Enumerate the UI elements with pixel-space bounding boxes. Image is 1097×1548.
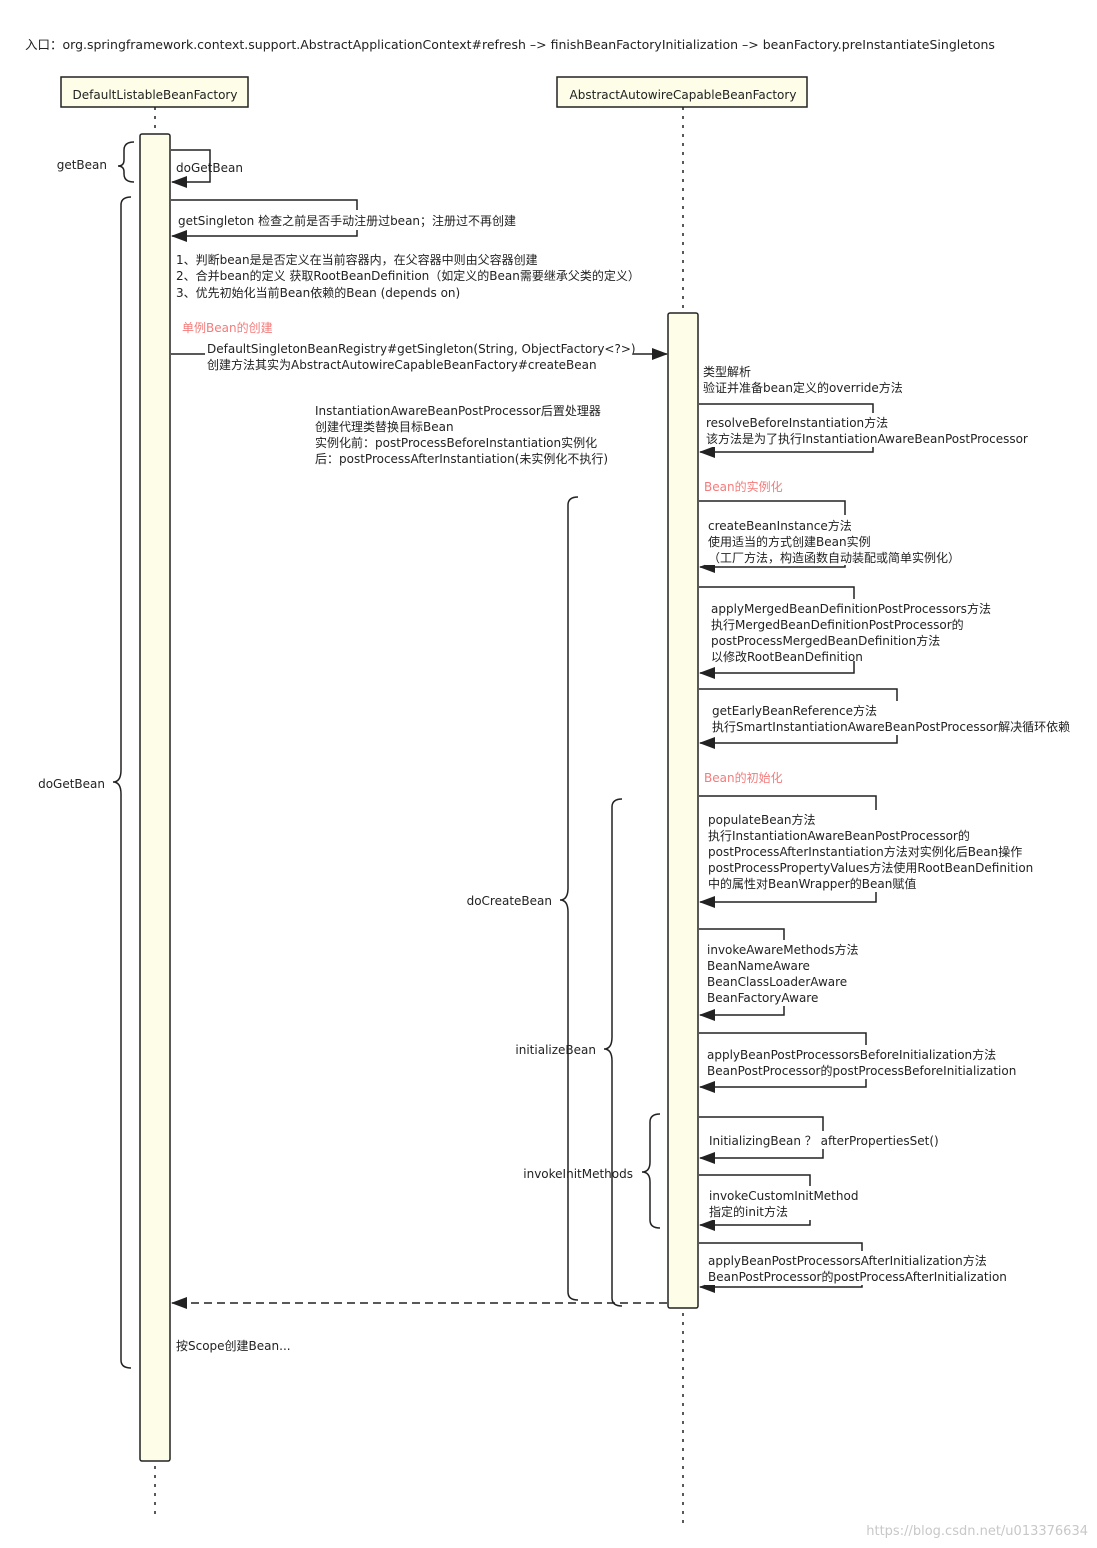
section-label-instantiate: Bean的实例化 <box>704 479 783 494</box>
bracket-docreatebean-label: doCreateBean <box>467 894 552 908</box>
after-init-line-1: applyBeanPostProcessorsAfterInitializati… <box>708 1253 987 1268</box>
apply-merged-line-3: postProcessMergedBeanDefinition方法 <box>711 633 940 648</box>
scope-create-text: 按Scope创建Bean... <box>176 1339 291 1353</box>
before-init-line-2: BeanPostProcessor的postProcessBeforeIniti… <box>707 1063 1016 1078</box>
aware-line-4: BeanFactoryAware <box>707 991 818 1005</box>
early-ref-line-2: 执行SmartInstantiationAwareBeanPostProcess… <box>712 719 1070 734</box>
self-call-getsingleton-label: getSingleton 检查之前是否手动注册过bean；注册过不再创建 <box>178 213 516 228</box>
custom-init-line-2: 指定的init方法 <box>709 1204 788 1219</box>
create-instance-line-3: （工厂方法，构造函数自动装配或简单实例化） <box>708 550 960 565</box>
activation-bar-right <box>667 312 699 1309</box>
apply-merged-line-1: applyMergedBeanDefinitionPostProcessors方… <box>711 601 991 616</box>
bracket-initializebean <box>603 798 623 1307</box>
bracket-getbean <box>117 141 135 183</box>
note-line-3: 3、优先初始化当前Bean依赖的Bean (depends on) <box>176 285 460 300</box>
entry-point-text: 入口：org.springframework.context.support.A… <box>25 37 995 52</box>
resolve-before-line-1: resolveBeforeInstantiation方法 <box>706 415 888 430</box>
participant-left: DefaultListableBeanFactory <box>60 76 249 108</box>
call-arrow-label-2: 创建方法其实为AbstractAutowireCapableBeanFactor… <box>207 357 597 372</box>
aware-line-2: BeanNameAware <box>707 959 810 973</box>
participant-right: AbstractAutowireCapableBeanFactory <box>556 76 808 108</box>
apply-merged-line-2: 执行MergedBeanDefinitionPostProcessor的 <box>711 617 964 632</box>
before-init-line-1: applyBeanPostProcessorsBeforeInitializat… <box>707 1047 996 1062</box>
create-instance-line-1: createBeanInstance方法 <box>708 518 852 533</box>
self-call-dogetbean-label: doGetBean <box>176 161 243 175</box>
proxy-note-line-4: 后：postProcessAfterInstantiation(未实例化不执行) <box>315 451 608 466</box>
create-instance-line-2: 使用适当的方式创建Bean实例 <box>708 534 871 549</box>
early-ref-line-1: getEarlyBeanReference方法 <box>712 703 877 718</box>
note-line-2: 2、合并bean的定义 获取RootBeanDefinition（如定义的Bea… <box>176 268 640 283</box>
bracket-dogetbean <box>112 196 132 1369</box>
aware-line-1: invokeAwareMethods方法 <box>707 942 859 957</box>
bracket-dogetbean-label: doGetBean <box>38 777 105 791</box>
populate-line-2: 执行InstantiationAwareBeanPostProcessor的 <box>708 828 970 843</box>
proxy-note-line-3: 实例化前：postProcessBeforeInstantiation实例化 <box>315 435 597 450</box>
bracket-getbean-label: getBean <box>57 158 107 172</box>
section-label-init: Bean的初始化 <box>704 770 783 785</box>
call-arrow-label-1: DefaultSingletonBeanRegistry#getSingleto… <box>207 342 636 356</box>
after-init-line-2: BeanPostProcessor的postProcessAfterInitia… <box>708 1269 1007 1284</box>
initializing-bean-line-1: InitializingBean ？ afterPropertiesSet() <box>709 1134 939 1148</box>
bracket-docreatebean <box>559 496 579 1301</box>
bracket-invokeinitmethods-label: invokeInitMethods <box>523 1167 633 1181</box>
proxy-note-line-1: InstantiationAwareBeanPostProcessor后置处理器 <box>315 404 601 418</box>
participant-right-label: AbstractAutowireCapableBeanFactory <box>570 88 797 102</box>
activation-bar-left <box>139 133 171 1462</box>
populate-line-3: postProcessAfterInstantiation方法对实例化后Bean… <box>708 844 1022 859</box>
type-resolve-line-1: 类型解析 <box>703 365 751 379</box>
participant-left-label: DefaultListableBeanFactory <box>73 88 238 102</box>
bracket-invokeinitmethods <box>641 1113 661 1229</box>
type-resolve-line-2: 验证并准备bean定义的override方法 <box>703 380 903 395</box>
apply-merged-line-4: 以修改RootBeanDefinition <box>711 649 863 664</box>
resolve-before-line-2: 该方法是为了执行InstantiationAwareBeanPostProces… <box>706 431 1028 446</box>
proxy-note-line-2: 创建代理类替换目标Bean <box>315 420 454 434</box>
populate-line-5: 中的属性对BeanWrapper的Bean赋值 <box>708 876 916 891</box>
self-call-dogetbean <box>171 149 211 188</box>
custom-init-line-1: invokeCustomInitMethod <box>709 1189 858 1203</box>
note-line-1: 1、判断bean是是否定义在当前容器内，在父容器中则由父容器创建 <box>176 252 538 267</box>
section-label-singleton: 单例Bean的创建 <box>182 320 273 335</box>
watermark-text: https://blog.csdn.net/u013376634 <box>866 1524 1088 1539</box>
bracket-initializebean-label: initializeBean <box>515 1043 596 1057</box>
populate-line-1: populateBean方法 <box>708 812 816 827</box>
aware-line-3: BeanClassLoaderAware <box>707 975 847 989</box>
populate-line-4: postProcessPropertyValues方法使用RootBeanDef… <box>708 860 1033 875</box>
